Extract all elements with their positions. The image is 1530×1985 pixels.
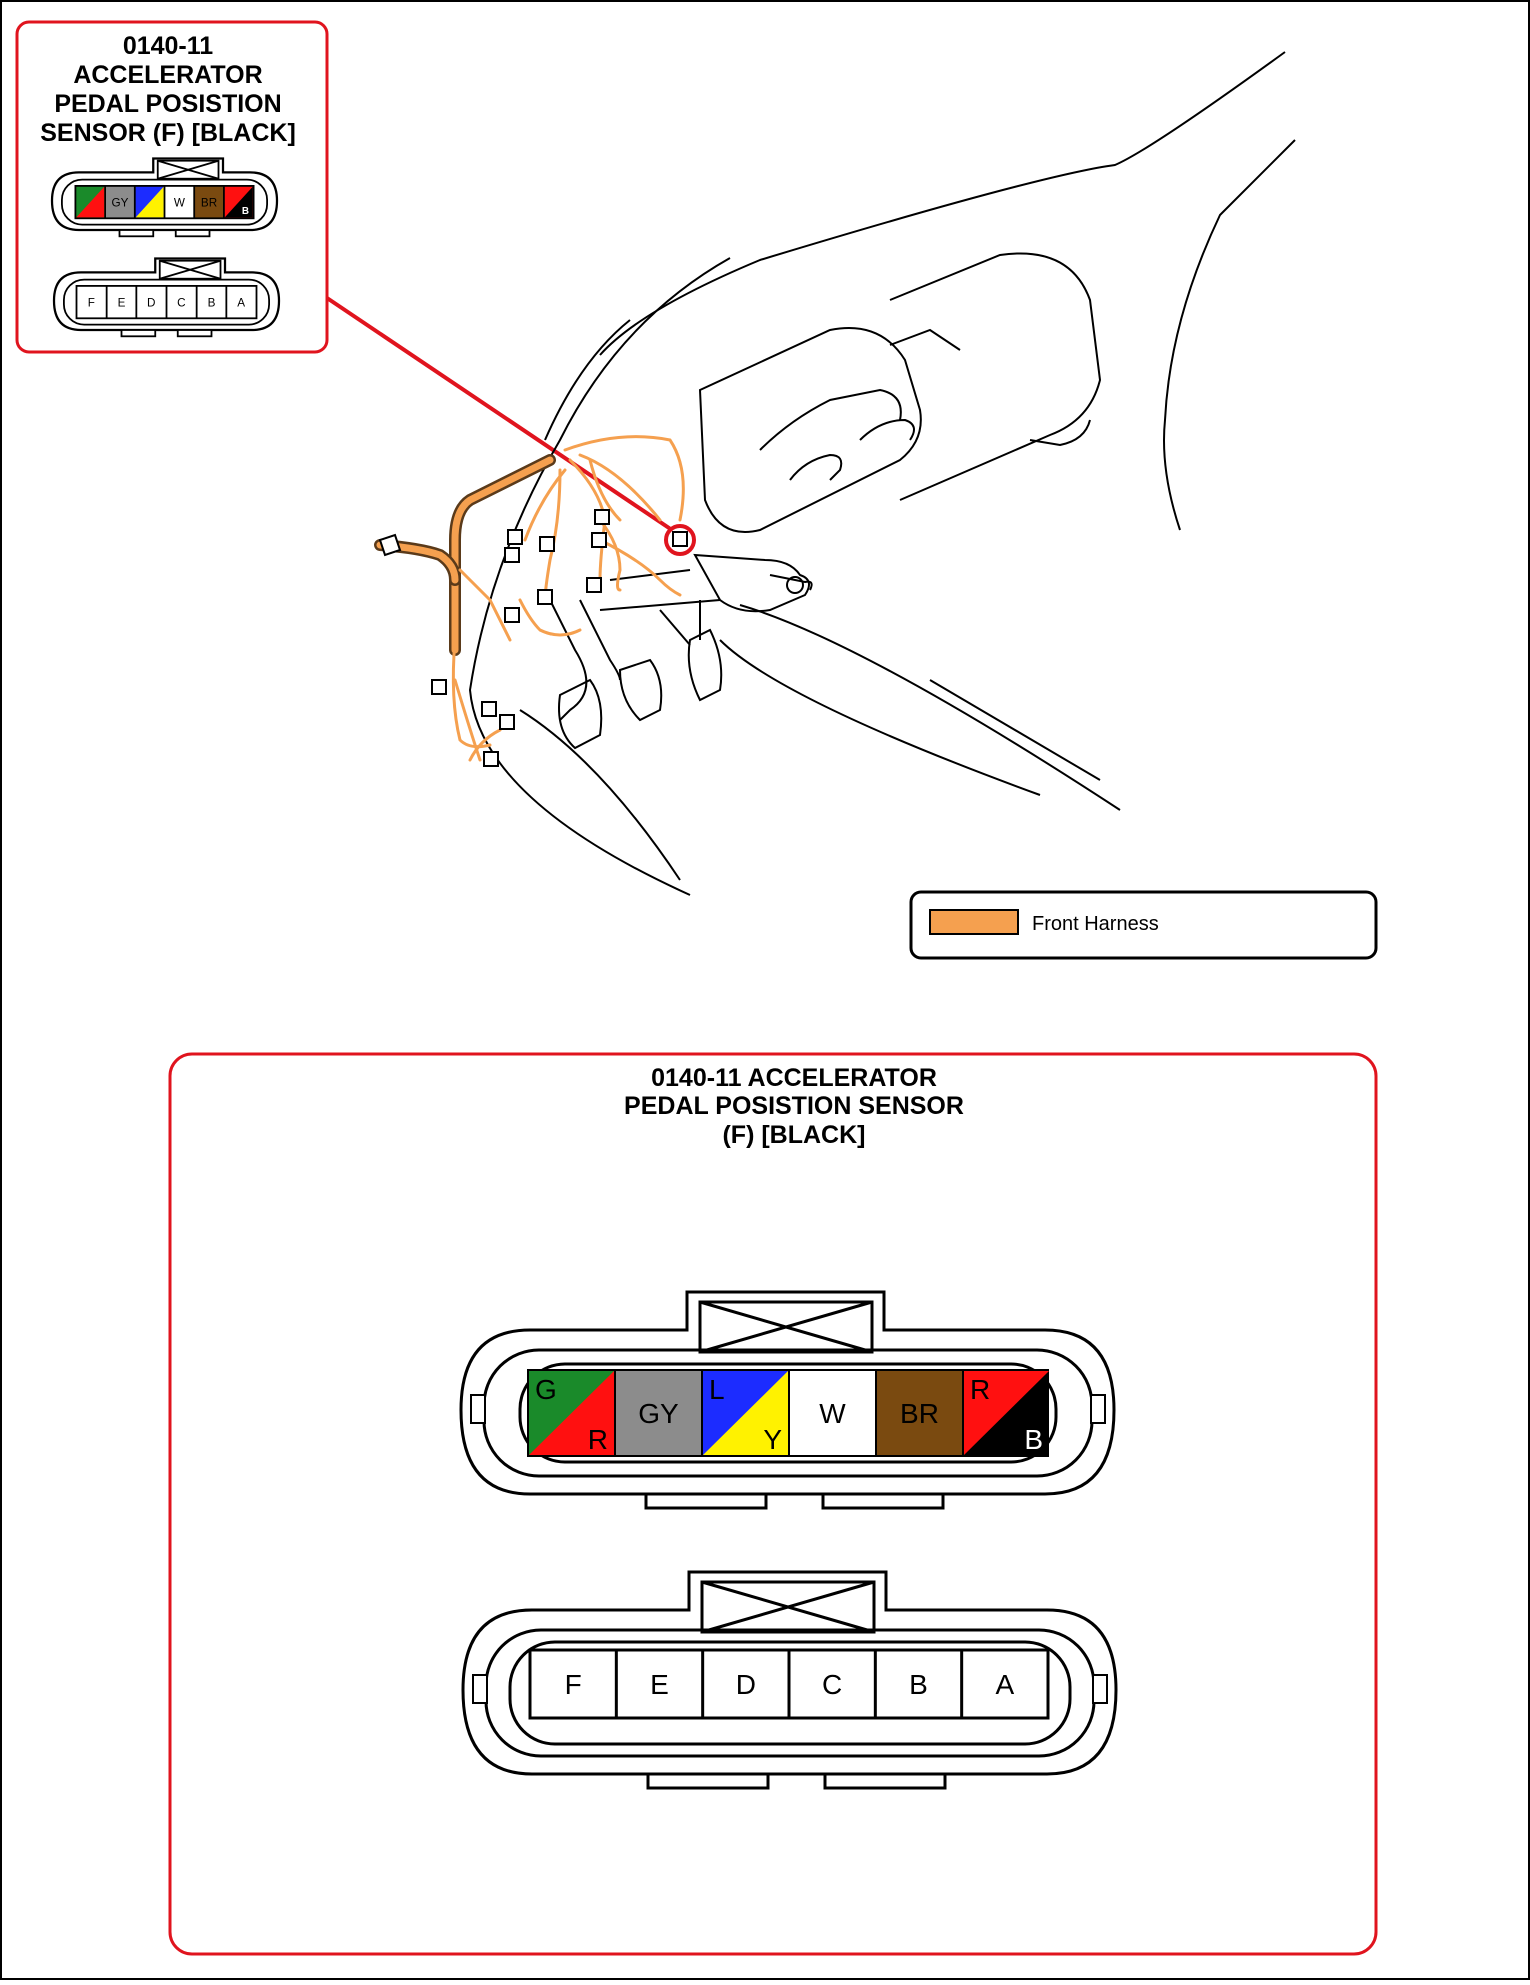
- wire-primary-label: L: [709, 1374, 725, 1405]
- wire-color-fill: [790, 1371, 875, 1455]
- wire-primary-label: BR: [900, 1398, 939, 1429]
- wire-primary-label: G: [535, 1374, 557, 1405]
- wire-stripe-fill: [964, 1371, 1049, 1455]
- pin-label: C: [822, 1669, 842, 1700]
- wire-stripe-label: Y: [763, 1424, 782, 1455]
- wire-cell: BR: [877, 1371, 962, 1455]
- wire-cell: W: [790, 1371, 875, 1455]
- inset-pin-label: F: [88, 297, 95, 310]
- front-harness: [374, 435, 685, 762]
- inset-pin-connector: F E D C B A: [52, 257, 281, 338]
- legend-box: [909, 890, 1378, 960]
- inset-title-line-4: SENSOR (F) [BLACK]: [40, 119, 296, 147]
- wire-cell: LY: [703, 1371, 788, 1455]
- wire-primary-label: R: [970, 1374, 990, 1405]
- inset-pin-label: C: [177, 297, 185, 310]
- svg-text:W: W: [174, 197, 185, 210]
- main-title-line-3: (F) [BLACK]: [722, 1121, 865, 1149]
- wire-color-fill: [877, 1371, 962, 1455]
- svg-text:GY: GY: [112, 197, 129, 210]
- svg-text:BR: BR: [201, 197, 217, 210]
- inset-pin-label: D: [147, 297, 155, 310]
- pin-label: A: [995, 1669, 1014, 1700]
- wire-stripe-label: B: [1024, 1424, 1043, 1455]
- location-marker: [664, 524, 696, 556]
- wire-stripe-fill: [703, 1371, 788, 1455]
- main-panel: 0140-11 ACCELERATOR PEDAL POSISTION SENS…: [168, 1052, 1378, 1956]
- wire-stripe-label: R: [588, 1424, 608, 1455]
- vehicle-illustration: [468, 51, 1296, 896]
- inset-pin-label: A: [237, 297, 245, 310]
- svg-text:B: B: [242, 206, 249, 217]
- main-title-line-1: 0140-11 ACCELERATOR: [651, 1064, 937, 1092]
- inset-pin-label: E: [118, 297, 126, 310]
- legend: Front Harness: [909, 890, 1378, 960]
- inset-pin-label: B: [208, 297, 216, 310]
- wire-cell: RB: [964, 1371, 1049, 1455]
- wire-primary-label: W: [819, 1398, 846, 1429]
- main-title-line-2: PEDAL POSISTION SENSOR: [624, 1092, 964, 1120]
- wire-stripe-fill: [529, 1371, 614, 1455]
- legend-swatch: [929, 909, 1019, 935]
- wire-cell: GR: [529, 1371, 614, 1455]
- main-frame: [168, 1052, 1378, 1956]
- wire-cell: GY: [616, 1371, 701, 1455]
- wire-primary-label: GY: [638, 1398, 679, 1429]
- inset-panel: 0140-11 ACCELERATOR PEDAL POSISTION SENS…: [15, 20, 329, 354]
- pin-label: D: [736, 1669, 756, 1700]
- inset-wire-connector: GY W BR B: [50, 157, 279, 238]
- pin-label: B: [909, 1669, 928, 1700]
- pin-label: E: [650, 1669, 669, 1700]
- inset-title-line-3: PEDAL POSISTION: [54, 90, 281, 118]
- wire-color-fill: [616, 1371, 701, 1455]
- inset-title-line-1: 0140-11: [123, 32, 213, 60]
- inset-title-line-2: ACCELERATOR: [73, 61, 262, 89]
- legend-label: Front Harness: [1032, 913, 1159, 935]
- leader-line: [325, 296, 674, 532]
- pin-label: F: [565, 1669, 582, 1700]
- harness-connectors: [378, 509, 688, 767]
